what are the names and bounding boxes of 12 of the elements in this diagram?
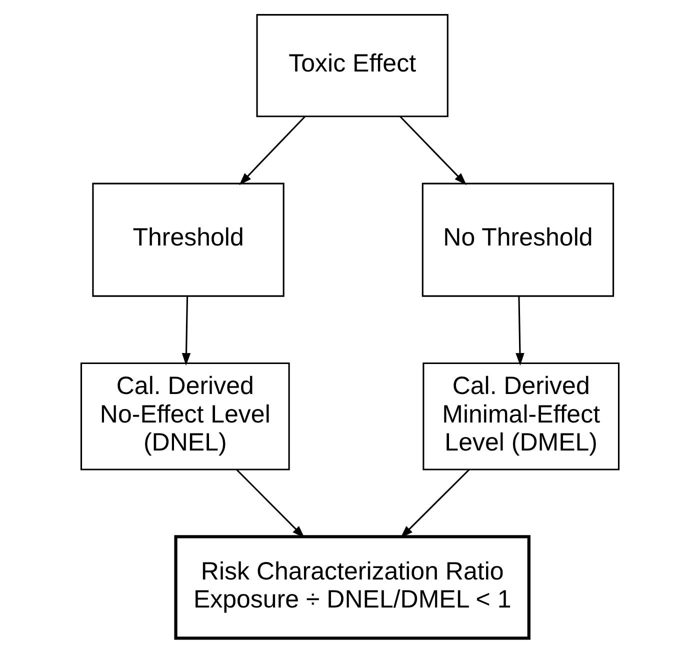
arrow xyxy=(236,469,305,538)
arrow xyxy=(400,469,470,538)
node-box: Risk Characterization Ratio Exposure ÷ DNEL/DMEL < 1 xyxy=(174,535,530,640)
arrow xyxy=(182,296,191,366)
node-box: Cal. Derived Minimal-Effect Level (DMEL) xyxy=(422,362,620,470)
node-box: No Threshold xyxy=(422,182,614,297)
arrow xyxy=(400,116,467,186)
node-box: Toxic Effect xyxy=(256,14,448,118)
node-box: Cal. Derived No-Effect Level (DNEL) xyxy=(80,362,290,470)
arrow xyxy=(516,296,524,366)
arrow xyxy=(239,116,306,186)
node-box: Threshold xyxy=(92,182,284,297)
